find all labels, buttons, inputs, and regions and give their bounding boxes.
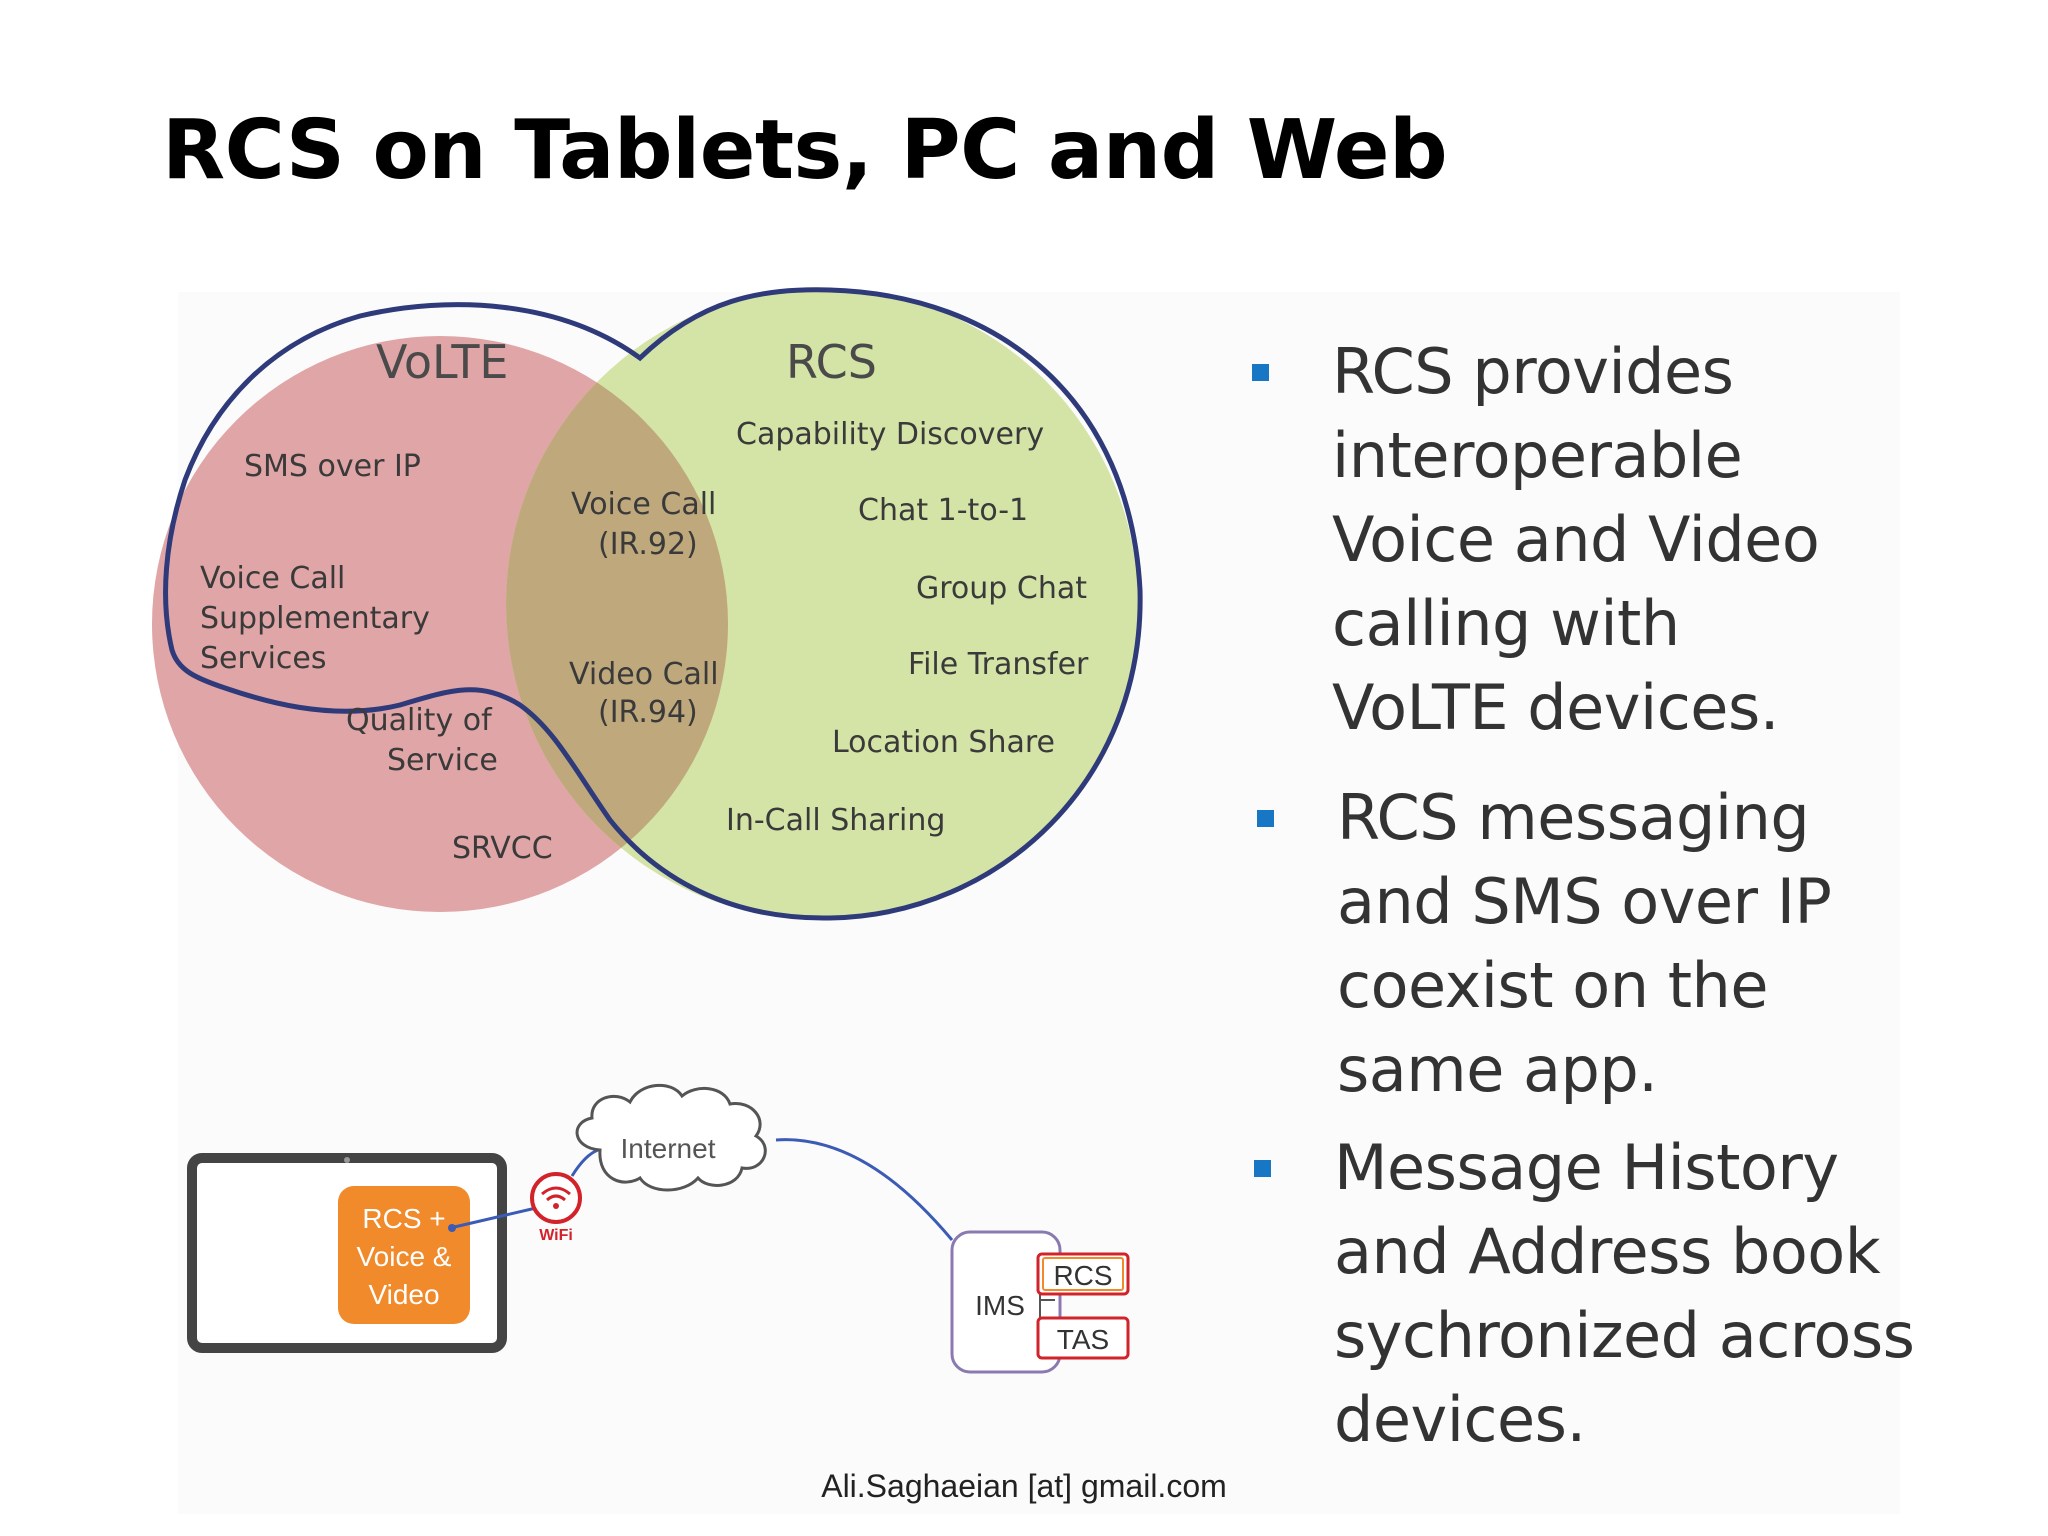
tas-server-box bbox=[1036, 1316, 1130, 1360]
bullet-line: and Address book bbox=[1334, 1215, 1881, 1288]
network-diagram: RCS + Voice & Video WiFi Internet IMS RC… bbox=[187, 1083, 1130, 1374]
volte-item-supplementary: Supplementary bbox=[200, 601, 430, 636]
overlap-item-ir94: (IR.94) bbox=[598, 695, 698, 730]
ims-label: IMS bbox=[975, 1290, 1025, 1321]
bullet-line: same app. bbox=[1337, 1033, 1658, 1106]
volte-title: VoLTE bbox=[376, 335, 509, 389]
app-label-line-1: RCS + bbox=[362, 1203, 445, 1234]
internet-label: Internet bbox=[621, 1133, 716, 1164]
cloud-ims-link bbox=[775, 1138, 954, 1241]
ims-node bbox=[950, 1230, 1062, 1374]
bullet-marker-icon bbox=[1254, 1160, 1271, 1177]
volte-item-voice-call: Voice Call bbox=[200, 561, 345, 596]
rcs-app-tile bbox=[338, 1186, 470, 1324]
bullet-line: interoperable bbox=[1332, 419, 1743, 492]
venn-diagram: VoLTE RCS SMS over IP Voice Call Supplem… bbox=[152, 287, 1143, 921]
venn-overlap bbox=[506, 336, 728, 912]
app-link-dot bbox=[448, 1224, 456, 1232]
bullet-line: Voice and Video bbox=[1332, 503, 1820, 576]
rcs-server-box bbox=[1036, 1252, 1130, 1296]
volte-item-srvcc: SRVCC bbox=[452, 831, 553, 866]
bullet-marker-icon bbox=[1252, 364, 1269, 381]
bullet-item-messaging: RCS messaging and SMS over IP coexist on… bbox=[1245, 776, 1925, 1112]
rcs-item-location-share: Location Share bbox=[832, 725, 1055, 760]
wifi-icon bbox=[530, 1172, 582, 1224]
overlap-item-ir92: (IR.92) bbox=[598, 527, 698, 562]
venn-outline bbox=[163, 287, 1143, 921]
overlap-item-video-call: Video Call bbox=[569, 657, 719, 692]
wifi-label: WiFi bbox=[539, 1227, 573, 1244]
bullet-item-interoperability: RCS provides interoperable Voice and Vid… bbox=[1240, 330, 1920, 750]
volte-item-quality-of: Quality of bbox=[346, 703, 493, 738]
bullet-list: RCS provides interoperable Voice and Vid… bbox=[1240, 330, 1920, 1462]
rcs-server-inner bbox=[1042, 1257, 1124, 1291]
bullet-line: RCS messaging bbox=[1337, 781, 1810, 854]
bullet-marker-icon bbox=[1257, 810, 1274, 827]
app-wifi-link bbox=[449, 1206, 537, 1230]
bullet-line: VoLTE devices. bbox=[1332, 671, 1779, 744]
bullet-line: devices. bbox=[1334, 1383, 1586, 1456]
app-label-line-2: Voice & bbox=[357, 1241, 452, 1272]
rcs-item-file-transfer: File Transfer bbox=[908, 647, 1089, 682]
volte-item-service: Service bbox=[387, 743, 498, 778]
rcs-item-chat-1-to-1: Chat 1-to-1 bbox=[858, 493, 1028, 528]
footer-contact: Ali.Saghaeian [at] gmail.com bbox=[821, 1468, 1227, 1504]
volte-item-sms-over-ip: SMS over IP bbox=[244, 449, 421, 484]
bullet-item-history-sync: Message History and Address book sychron… bbox=[1242, 1126, 1922, 1462]
rcs-title: RCS bbox=[786, 335, 877, 389]
internet-cloud-icon bbox=[575, 1083, 767, 1192]
bullet-line: sychronized across bbox=[1334, 1299, 1915, 1372]
overlap-item-voice-call: Voice Call bbox=[571, 487, 716, 522]
volte-item-services: Services bbox=[200, 641, 327, 676]
bullet-line: calling with bbox=[1332, 587, 1680, 660]
bullet-line: and SMS over IP bbox=[1337, 865, 1832, 938]
tablet-camera bbox=[344, 1157, 350, 1163]
bullet-line: RCS provides bbox=[1332, 335, 1734, 408]
slide-title: RCS on Tablets, PC and Web bbox=[162, 103, 1448, 198]
bullet-line: Message History bbox=[1334, 1131, 1839, 1204]
rcs-item-capability-discovery: Capability Discovery bbox=[736, 417, 1044, 452]
rcs-item-in-call-sharing: In-Call Sharing bbox=[726, 803, 945, 838]
rcs-server-label: RCS bbox=[1053, 1260, 1112, 1291]
rcs-item-group-chat: Group Chat bbox=[916, 571, 1087, 606]
bullet-line: coexist on the bbox=[1337, 949, 1769, 1022]
tas-server-label: TAS bbox=[1057, 1324, 1109, 1355]
app-label-line-3: Video bbox=[368, 1279, 439, 1310]
wifi-cloud-link bbox=[570, 1148, 599, 1177]
